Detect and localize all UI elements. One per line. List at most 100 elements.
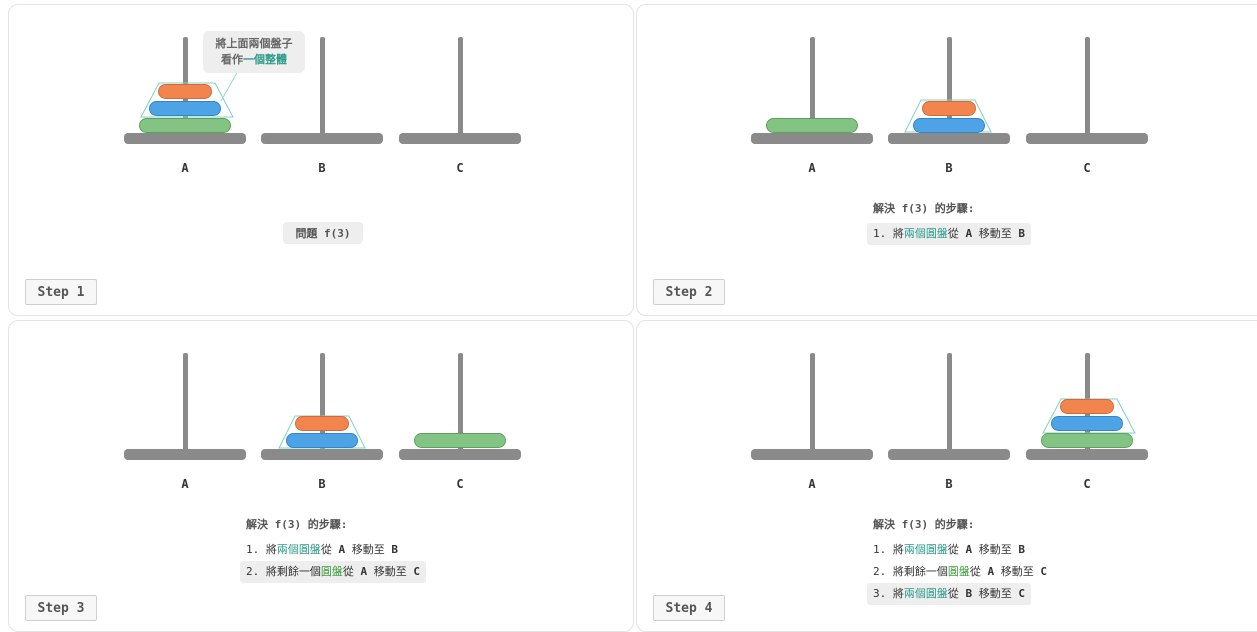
step-from: A bbox=[360, 565, 368, 578]
problem-tag: 問題 f(3) bbox=[283, 222, 363, 244]
disk-small bbox=[922, 101, 976, 116]
step-mid: 從 bbox=[947, 227, 959, 240]
step-line-3: 3. 將兩個圓盤從 B 移動至 C bbox=[867, 583, 1031, 605]
step-mid2: 移動至 bbox=[978, 227, 1012, 240]
step-badge: Step 4 bbox=[653, 595, 725, 621]
disk-medium bbox=[913, 118, 985, 133]
peg-label-b: B bbox=[945, 161, 953, 175]
step-line-1: 1. 將兩個圓盤從 A 移動至 B bbox=[867, 223, 1031, 245]
panel-step-1: 將上面兩個盤子 看作一個整體 A B C 問題 f(3) Step 1 bbox=[8, 4, 634, 316]
callout-highlight: 一個整體 bbox=[243, 53, 287, 66]
peg-label-a: A bbox=[808, 477, 816, 491]
peg-label-a: A bbox=[181, 161, 189, 175]
step-mid: 從 bbox=[947, 587, 959, 600]
step-mid2: 移動至 bbox=[1000, 565, 1034, 578]
step-num: 1. bbox=[873, 227, 887, 240]
peg-b-rod bbox=[947, 37, 952, 135]
peg-c-base bbox=[1026, 133, 1148, 144]
step-line-1: 1. 將兩個圓盤從 A 移動至 B bbox=[240, 539, 404, 561]
peg-label-b: B bbox=[318, 161, 326, 175]
peg-label-c: C bbox=[456, 477, 464, 491]
step-mid: 從 bbox=[947, 543, 959, 556]
step-mid2: 移動至 bbox=[978, 543, 1012, 556]
peg-c-rod bbox=[458, 353, 463, 451]
peg-c-rod bbox=[458, 37, 463, 135]
step-from: A bbox=[965, 543, 973, 556]
peg-a-base bbox=[751, 133, 873, 144]
disk-large bbox=[766, 118, 858, 133]
step-pre: 將 bbox=[265, 543, 277, 556]
disk-group-outline bbox=[140, 82, 234, 118]
peg-c-base bbox=[1026, 449, 1148, 460]
step-from: B bbox=[965, 587, 973, 600]
panel-step-3: A B C 解決 f(3) 的步驟: 1. 將兩個圓盤從 A 移動至 B 2. … bbox=[8, 320, 634, 632]
disk-medium bbox=[149, 101, 221, 116]
peg-a-rod bbox=[810, 353, 815, 451]
peg-c-base bbox=[399, 133, 521, 144]
disk-small bbox=[158, 84, 212, 99]
step-mid: 從 bbox=[320, 543, 332, 556]
callout-prefix: 看作 bbox=[221, 53, 243, 66]
step-badge: Step 2 bbox=[653, 279, 725, 305]
step-highlight: 圓盤 bbox=[320, 565, 343, 578]
peg-label-b: B bbox=[945, 477, 953, 491]
step-pre: 將剩餘一個 bbox=[265, 565, 321, 578]
disk-small bbox=[295, 416, 349, 431]
step-to: B bbox=[1018, 227, 1025, 240]
step-highlight: 圓盤 bbox=[947, 565, 970, 578]
peg-label-a: A bbox=[181, 477, 189, 491]
step-highlight: 兩個圓盤 bbox=[903, 227, 948, 240]
step-line-2: 2. 將剩餘一個圓盤從 A 移動至 C bbox=[867, 561, 1053, 583]
peg-label-c: C bbox=[456, 161, 464, 175]
peg-a-base bbox=[124, 449, 246, 460]
step-from: A bbox=[338, 543, 346, 556]
disk-medium bbox=[1051, 416, 1123, 431]
step-line-2: 2. 將剩餘一個圓盤從 A 移動至 C bbox=[240, 561, 426, 583]
step-line-1: 1. 將兩個圓盤從 A 移動至 B bbox=[867, 539, 1031, 561]
peg-b-rod bbox=[320, 353, 325, 451]
peg-c-base bbox=[399, 449, 521, 460]
peg-a-rod bbox=[810, 37, 815, 135]
step-num: 2. bbox=[246, 565, 260, 578]
disk-large bbox=[1041, 433, 1133, 448]
callout-line-2: 看作一個整體 bbox=[203, 52, 305, 68]
peg-a-base bbox=[124, 133, 246, 144]
step-badge: Step 3 bbox=[25, 595, 97, 621]
step-pre: 將 bbox=[892, 543, 904, 556]
peg-b-base bbox=[261, 449, 383, 460]
steps-title: 解決 f(3) 的步驟: bbox=[246, 518, 348, 531]
peg-b-rod bbox=[320, 37, 325, 135]
peg-label-a: A bbox=[808, 161, 816, 175]
callout-pointer bbox=[220, 68, 240, 102]
step-mid2: 移動至 bbox=[978, 587, 1012, 600]
disk-large bbox=[139, 118, 231, 133]
step-num: 1. bbox=[246, 543, 260, 556]
peg-b-base bbox=[888, 449, 1010, 460]
disk-large bbox=[414, 433, 506, 448]
peg-c-rod bbox=[1085, 37, 1090, 135]
step-highlight: 兩個圓盤 bbox=[276, 543, 321, 556]
step-from: A bbox=[987, 565, 995, 578]
step-num: 3. bbox=[873, 587, 887, 600]
peg-a-base bbox=[751, 449, 873, 460]
panel-step-2: A B C 解決 f(3) 的步驟: 1. 將兩個圓盤從 A 移動至 B Ste… bbox=[636, 4, 1257, 316]
peg-b-base bbox=[261, 133, 383, 144]
step-pre: 將 bbox=[892, 227, 904, 240]
disk-medium bbox=[286, 433, 358, 448]
disk-group-outline bbox=[904, 99, 992, 133]
step-to: C bbox=[1018, 587, 1025, 600]
callout-note: 將上面兩個盤子 看作一個整體 bbox=[203, 31, 305, 73]
peg-a-rod bbox=[183, 353, 188, 451]
step-mid2: 移動至 bbox=[373, 565, 407, 578]
step-from: A bbox=[965, 227, 973, 240]
disk-small bbox=[1060, 399, 1114, 414]
peg-label-c: C bbox=[1083, 477, 1091, 491]
step-mid: 從 bbox=[342, 565, 354, 578]
peg-b-rod bbox=[947, 353, 952, 451]
steps-title: 解決 f(3) 的步驟: bbox=[873, 518, 975, 531]
peg-label-b: B bbox=[318, 477, 326, 491]
step-to: B bbox=[1018, 543, 1025, 556]
step-highlight: 兩個圓盤 bbox=[903, 543, 948, 556]
step-badge: Step 1 bbox=[25, 279, 97, 305]
